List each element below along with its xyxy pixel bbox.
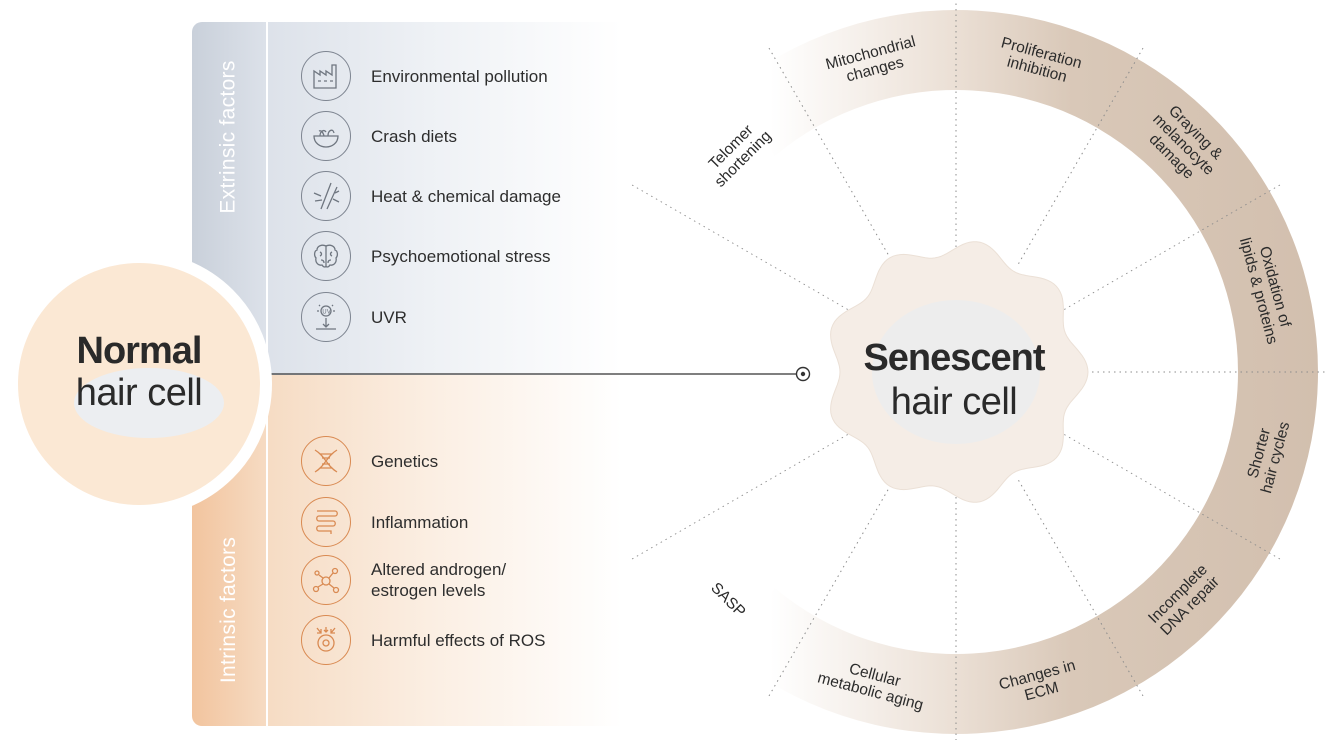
intestine-icon	[301, 497, 351, 547]
factor-label: Inflammation	[371, 512, 469, 532]
intrinsic-factors-panel	[192, 375, 622, 726]
segment-label: SASP	[707, 579, 748, 620]
outer-ring	[723, 10, 1318, 734]
factor-label: Heat & chemical damage	[371, 186, 561, 206]
extrinsic-factors-panel	[192, 22, 622, 375]
factor-label: Psychoemotional stress	[371, 246, 551, 266]
senescent-cell-nucleus	[872, 300, 1040, 444]
segment-divider	[631, 434, 848, 560]
factor-label: Crash diets	[371, 126, 457, 146]
svg-text:UV: UV	[322, 308, 331, 315]
ros-cell-icon	[301, 615, 351, 665]
factor-altered-hormone-levels: Altered androgen/ estrogen levels	[301, 554, 506, 606]
senescent-cell-title-line-1: Senescent	[863, 337, 1045, 379]
factory-icon	[301, 51, 351, 101]
factor-label-line-2: estrogen levels	[371, 581, 486, 600]
factor-uvr: UV UVR	[301, 291, 407, 343]
senescent-cell-title-line-2: hair cell	[890, 381, 1018, 423]
factor-crash-diets: Crash diets	[301, 110, 457, 162]
factor-heat-chemical-damage: Heat & chemical damage	[301, 170, 561, 222]
factor-label: UVR	[371, 307, 407, 327]
factor-inflammation: Inflammation	[301, 496, 468, 548]
normal-cell-title-line-1: Normal	[76, 330, 203, 372]
normal-cell-nucleus	[74, 368, 224, 438]
factor-label: Altered androgen/ estrogen levels	[371, 559, 506, 601]
factor-genetics: Genetics	[301, 435, 438, 487]
normal-cell-title: Normal hair cell	[6, 330, 272, 414]
senescent-cell-title: Senescent hair cell	[834, 336, 1074, 424]
food-bowl-icon	[301, 111, 351, 161]
factor-label: Genetics	[371, 451, 439, 471]
factor-label-line-1: Altered androgen/	[371, 560, 507, 579]
damaged-hair-icon	[301, 171, 351, 221]
factor-harmful-effects-ros: Harmful effects of ROS	[301, 614, 545, 666]
factor-environmental-pollution: Environmental pollution	[301, 50, 548, 102]
factor-label: Harmful effects of ROS	[371, 630, 546, 650]
uv-sun-icon: UV	[301, 292, 351, 342]
molecule-icon	[301, 555, 351, 605]
segment-label-line: SASP	[707, 579, 748, 620]
segment-divider	[631, 184, 848, 310]
factor-label: Environmental pollution	[371, 66, 548, 86]
connector-endpoint-dot	[800, 371, 806, 377]
brain-icon	[301, 231, 351, 281]
normal-cell-title-line-2: hair cell	[75, 372, 203, 414]
dna-icon	[301, 436, 351, 486]
factor-psychoemotional-stress: Psychoemotional stress	[301, 230, 551, 282]
